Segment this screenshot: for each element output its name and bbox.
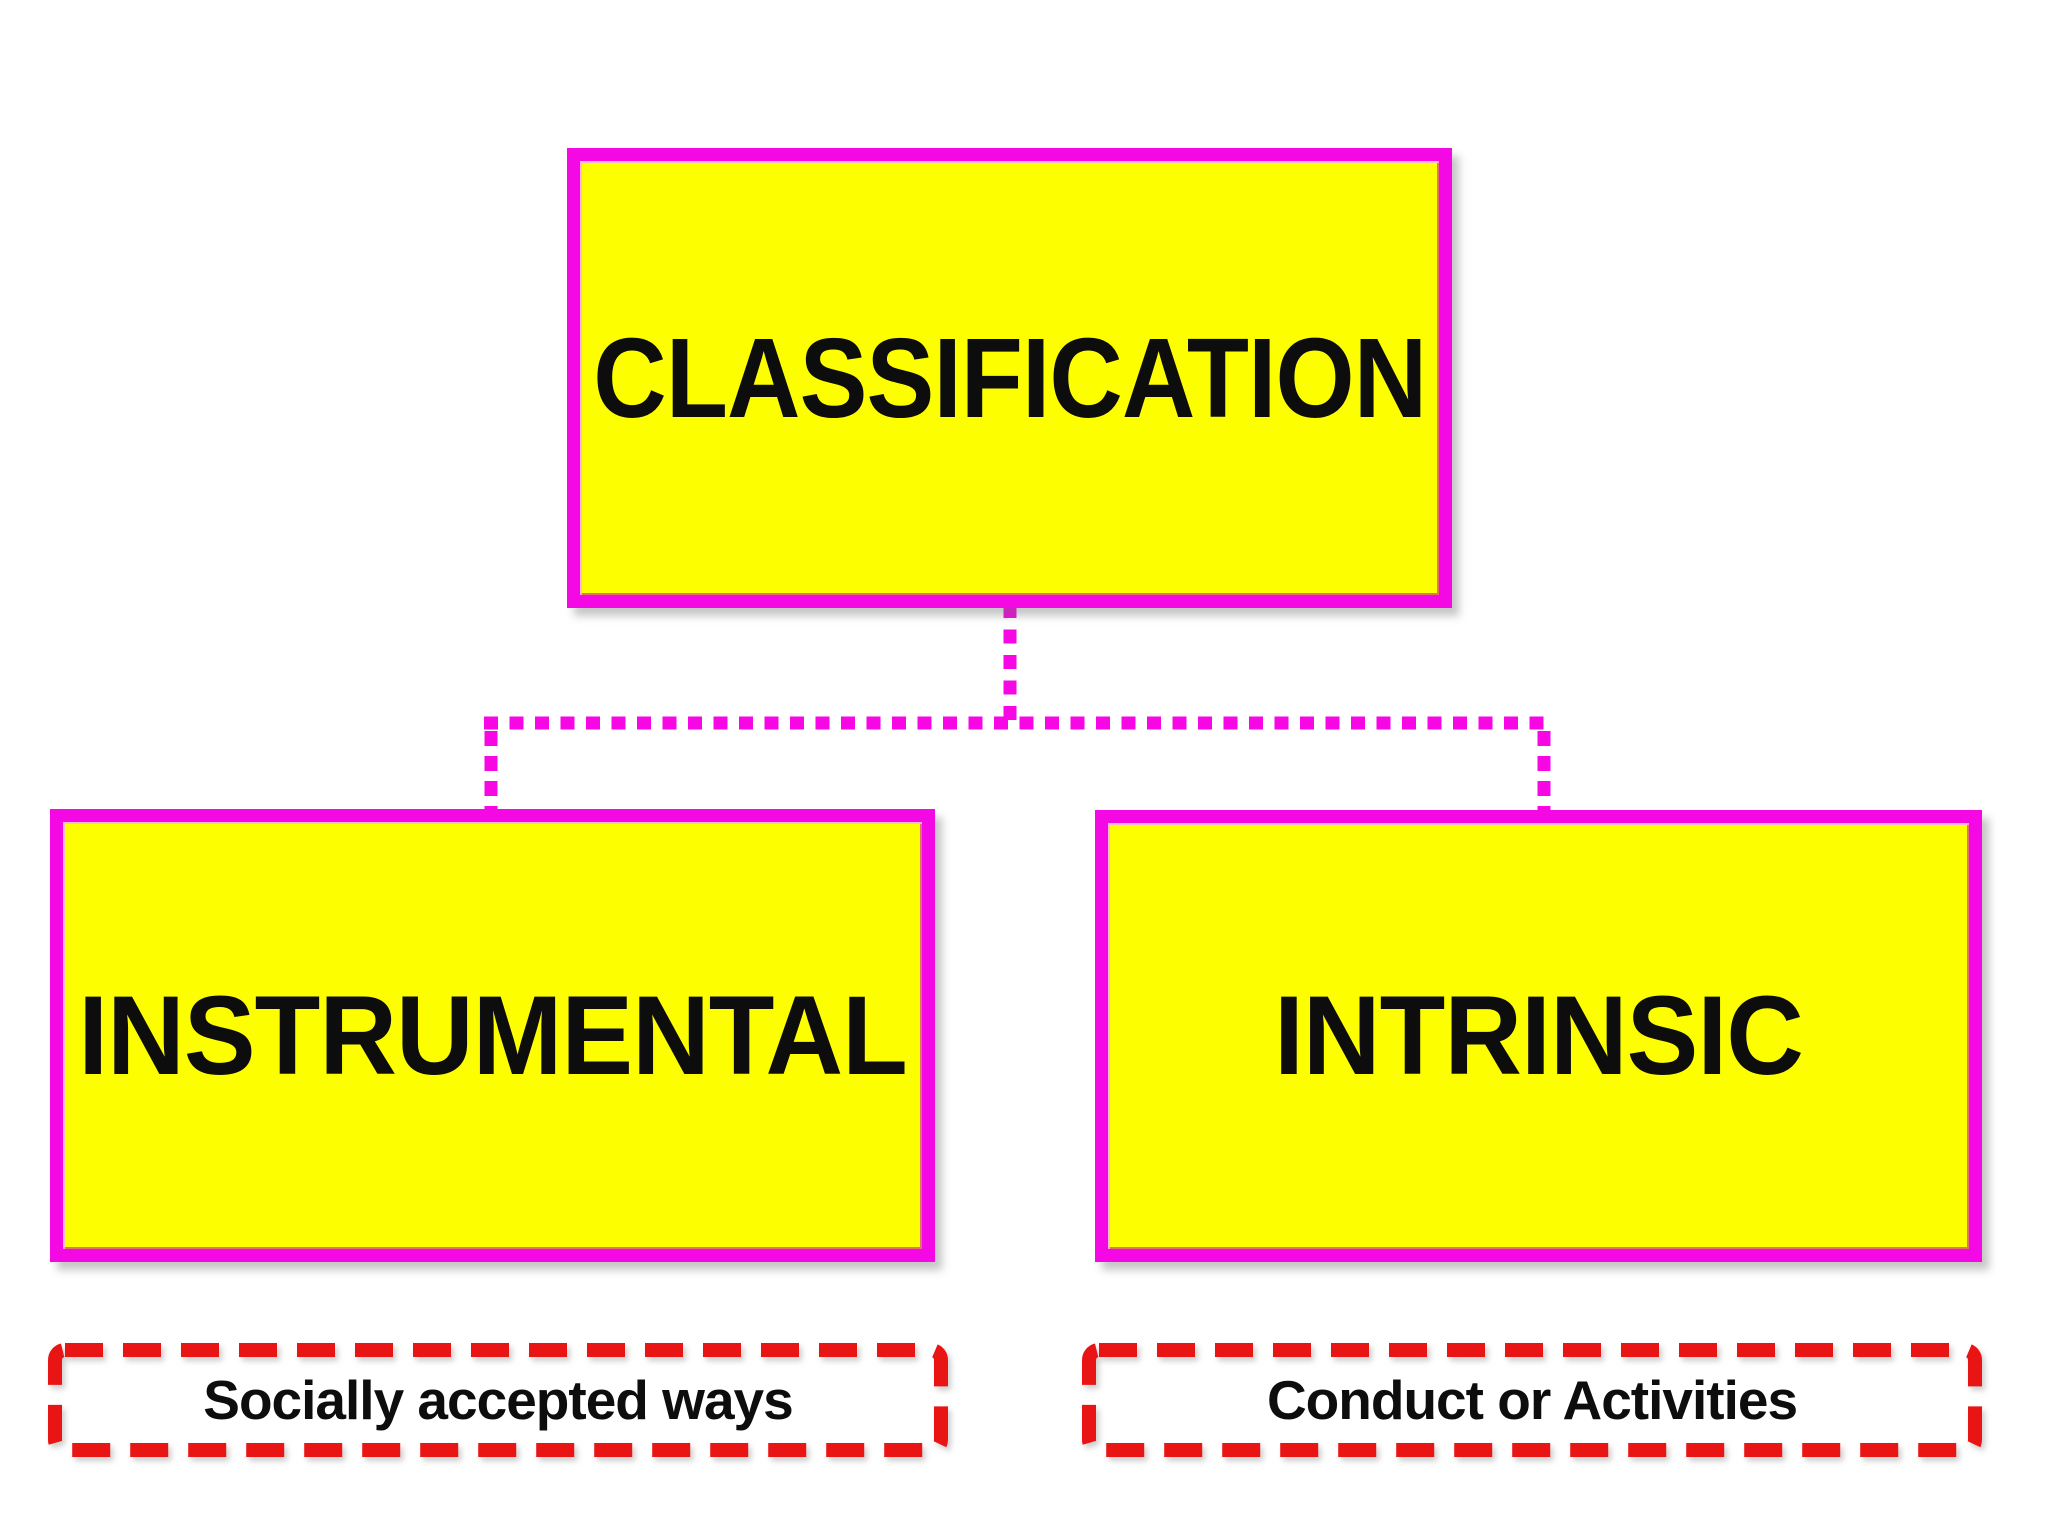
node-classification: CLASSIFICATION [567,148,1452,608]
node-instrumental: INSTRUMENTAL [50,809,935,1262]
node-instrumental-label: INSTRUMENTAL [78,972,908,1098]
node-intrinsic-label: INTRINSIC [1274,973,1804,1098]
note-intrinsic-label: Conduct or Activities [1266,1368,1798,1431]
description-frame-right [1082,1343,1982,1457]
note-instrumental-label: Socially accepted ways [203,1368,793,1431]
note-instrumental: Socially accepted ways [55,1350,941,1450]
note-intrinsic: Conduct or Activities [1089,1350,1975,1450]
node-intrinsic: INTRINSIC [1095,810,1982,1262]
description-frame-left [48,1343,948,1457]
node-classification-label: CLASSIFICATION [593,314,1427,441]
